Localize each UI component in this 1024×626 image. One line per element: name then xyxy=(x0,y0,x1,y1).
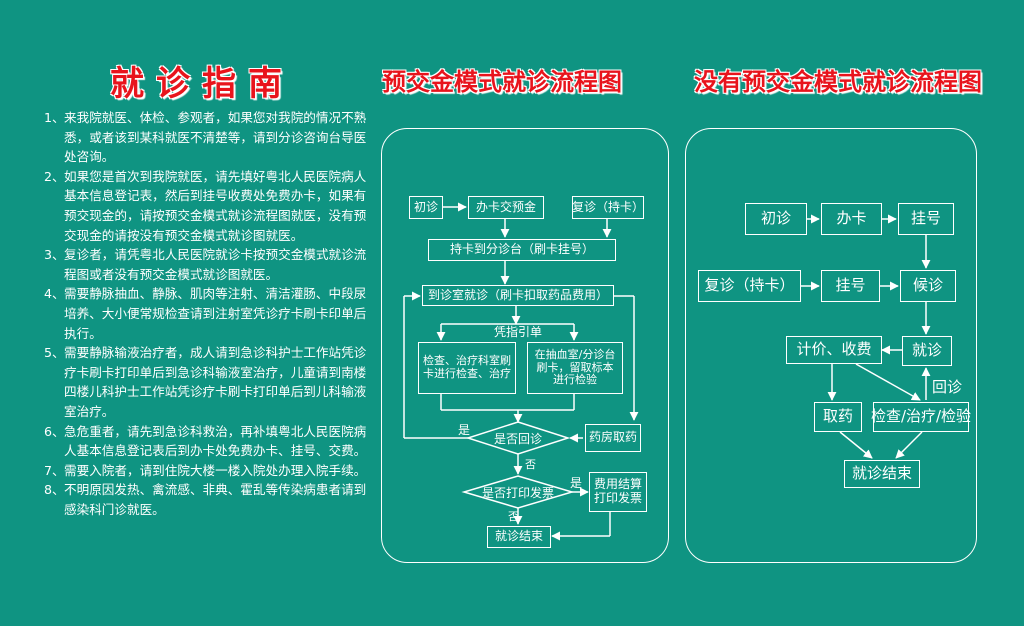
prepaid-flow-title: 预交金模式就诊流程图 xyxy=(382,68,622,96)
guide-list: 1、来我院就医、体检、参观者，如果您对我院的情况不熟悉，或者该到某科就医不清楚等… xyxy=(44,108,370,519)
flow-no-prepaid-register-1: 挂号 xyxy=(898,203,954,235)
flow-prepaid-by-slip: 凭指引单 xyxy=(494,325,543,339)
guide-item: 4、需要静脉抽血、静脉、肌肉等注射、清洁灌肠、中段尿培养、大小便常规检查请到注射… xyxy=(44,286,367,341)
flow-prepaid-invoice-question: 是否打印发票 xyxy=(481,485,554,500)
flow-no-prepaid-end: 就诊结束 xyxy=(844,460,920,488)
flow-prepaid-consult: 到诊室就诊（刷卡扣取药品费用） xyxy=(422,285,614,306)
flow-no-prepaid-revisit: 复诊（持卡） xyxy=(698,270,801,302)
prepaid-flow-panel xyxy=(381,128,669,563)
flow-prepaid-triage: 持卡到分诊台（刷卡挂号） xyxy=(428,239,616,261)
flow-prepaid-end: 就诊结束 xyxy=(487,526,551,548)
flow-no-prepaid-exam: 检查/治疗/检验 xyxy=(871,402,971,432)
flow-no-prepaid-register-2: 挂号 xyxy=(821,270,880,302)
flow-prepaid-yes-invoice: 是 xyxy=(570,476,583,490)
guide-item: 8、不明原因发热、禽流感、非典、霍乱等传染病患者请到感染科门诊就医。 xyxy=(44,482,367,517)
flow-prepaid-revisit-question: 是否回诊 xyxy=(493,431,542,446)
flow-no-prepaid-pricing: 计价、收费 xyxy=(786,336,882,364)
flow-no-prepaid-wait: 候诊 xyxy=(900,270,956,302)
no-prepaid-flow-title: 没有预交金模式就诊流程图 xyxy=(694,68,982,96)
flow-prepaid-lab: 在抽血室/分诊台刷卡，留取标本进行检验 xyxy=(527,342,623,394)
guide-title: 就诊指南 xyxy=(110,64,294,104)
flow-prepaid-first-visit: 初诊 xyxy=(409,196,443,219)
flow-no-prepaid-return: 回诊 xyxy=(932,378,963,396)
guide-item: 1、来我院就医、体检、参观者，如果您对我院的情况不熟悉，或者该到某科就医不清楚等… xyxy=(44,110,367,165)
flow-no-prepaid-first-visit: 初诊 xyxy=(745,203,807,235)
guide-item: 3、复诊者，请凭粤北人民医院就诊卡按预交金模式就诊流程图或者没有预交金模式就诊图… xyxy=(44,247,367,282)
flow-no-prepaid-medicine: 取药 xyxy=(814,402,862,432)
guide-item: 6、急危重者，请先到急诊科救治，再补填粤北人民医院病人基本信息登记表后到办卡处免… xyxy=(44,423,367,459)
flow-no-prepaid-card: 办卡 xyxy=(821,203,882,235)
guide-item: 2、如果您是首次到我院就医，请先填好粤北人民医院病人基本信息登记表，然后到挂号收… xyxy=(44,168,367,243)
flow-prepaid-revisit: 复诊（持卡） xyxy=(572,196,644,219)
flow-prepaid-yes-revisit: 是 xyxy=(458,423,471,437)
flow-prepaid-prepay: 办卡交预金 xyxy=(468,196,544,219)
flow-prepaid-no-revisit: 否 xyxy=(525,458,536,471)
guide-item: 5、需要静脉输液治疗者，成人请到急诊科护士工作站凭诊疗卡刷卡打印单后到急诊科输液… xyxy=(44,345,367,419)
guide-item: 7、需要入院者，请到住院大楼一楼入院处办理入院手续。 xyxy=(44,462,367,478)
flow-prepaid-no-invoice: 否 xyxy=(508,510,519,523)
flow-prepaid-settle: 费用结算打印发票 xyxy=(589,472,647,512)
flow-prepaid-pharmacy: 药房取药 xyxy=(585,424,641,452)
flow-no-prepaid-consult: 就诊 xyxy=(902,336,952,366)
flow-prepaid-exam: 检查、治疗科室刷卡进行检查、治疗 xyxy=(418,342,516,394)
no-prepaid-flow-panel xyxy=(685,128,977,563)
